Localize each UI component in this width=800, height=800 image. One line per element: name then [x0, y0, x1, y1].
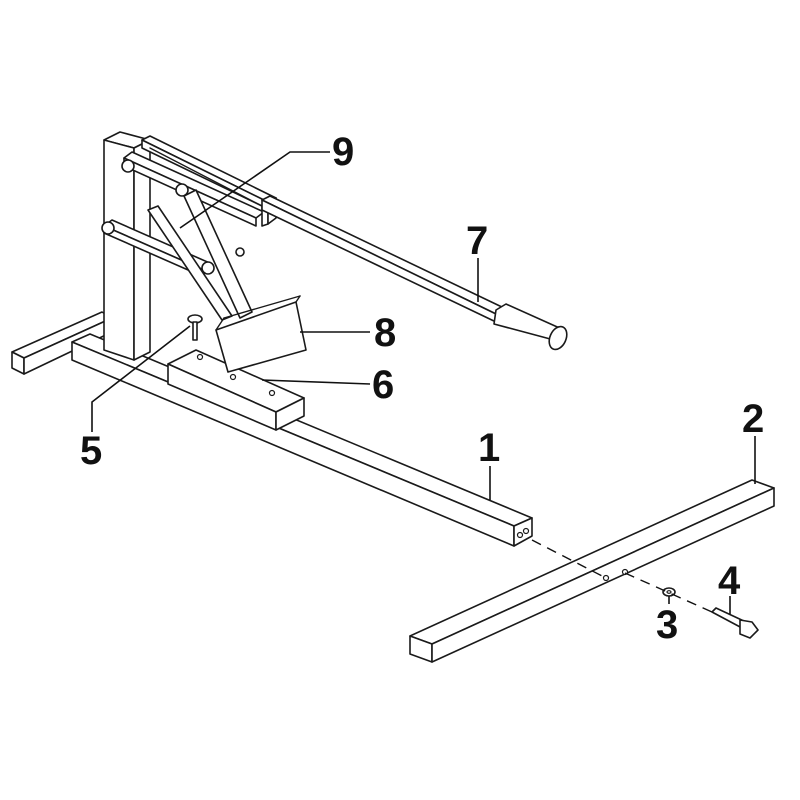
front-cross-foot [409, 479, 775, 663]
leader-lines [91, 151, 756, 614]
callout-6: 6 [372, 363, 394, 407]
handle-lever [261, 195, 568, 351]
cutting-blade [215, 295, 307, 373]
callout-1: 1 [478, 426, 500, 470]
callout-numbers: 1 2 3 4 5 6 7 8 9 [80, 130, 764, 647]
base-beam [71, 333, 533, 547]
callout-4: 4 [718, 559, 741, 603]
assembly-guide-line [531, 539, 713, 613]
callout-3: 3 [656, 603, 678, 647]
linkage-arms [101, 151, 265, 321]
bolt-part-4 [711, 607, 759, 639]
callout-5: 5 [80, 429, 102, 473]
callout-2: 2 [742, 397, 764, 441]
wood-block [167, 349, 305, 431]
callout-8: 8 [374, 311, 396, 355]
bolt-part-5 [187, 314, 203, 341]
callout-9: 9 [332, 130, 354, 174]
callout-7: 7 [466, 219, 488, 263]
